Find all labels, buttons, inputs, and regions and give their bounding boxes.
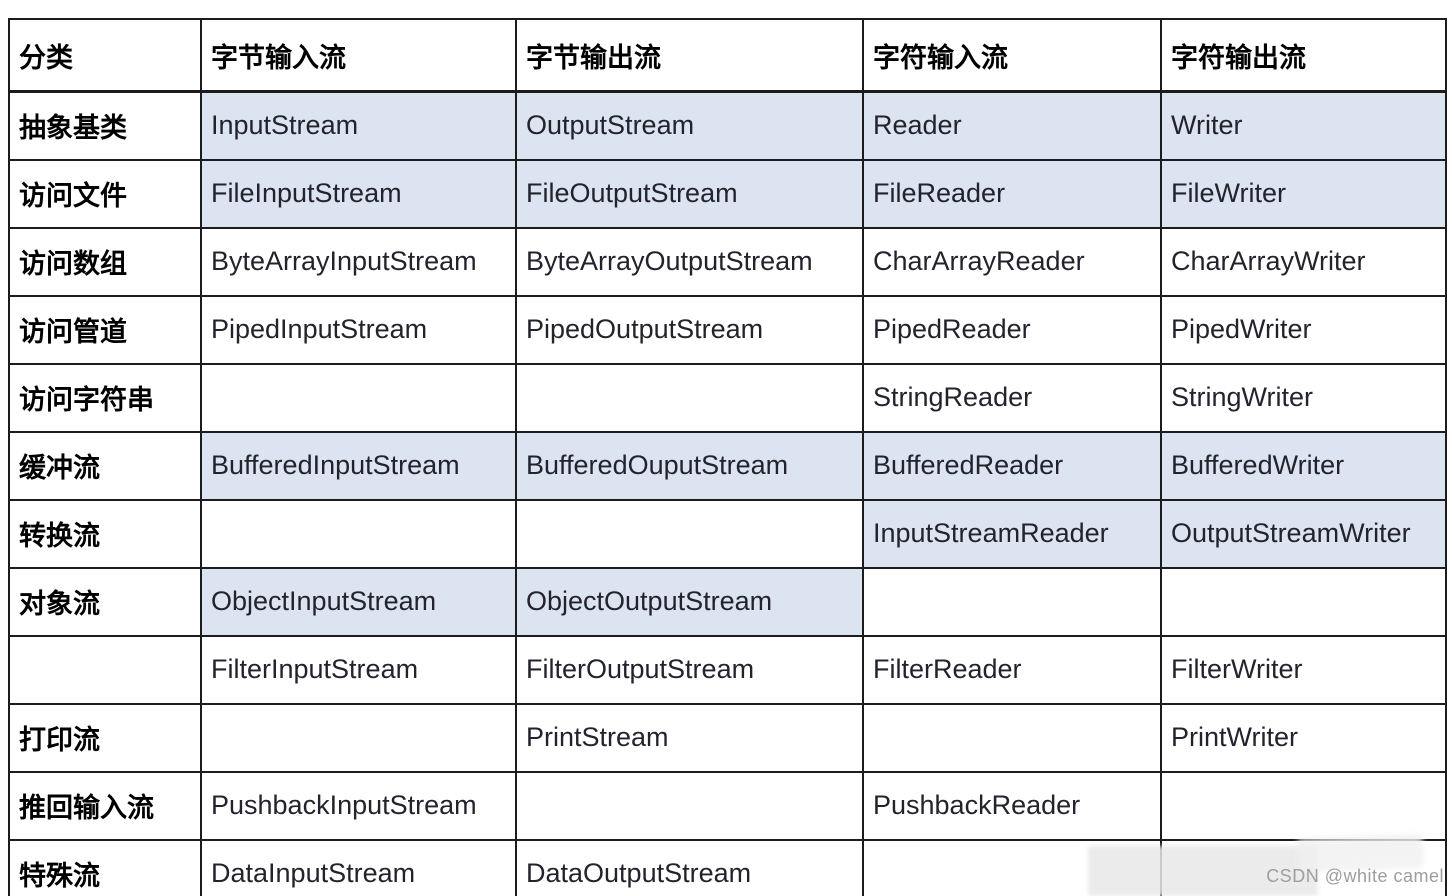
stream-cell [200,498,517,569]
stream-cell [515,498,864,569]
category-cell: 推回输入流 [8,770,202,841]
stream-cell: BufferedInputStream [200,430,517,501]
stream-cell: ByteArrayOutputStream [515,226,864,297]
stream-cell: OutputStreamWriter [1160,498,1447,569]
stream-cell: FileInputStream [200,158,517,229]
header-cell-byte-input: 字节输入流 [200,18,517,93]
header-cell-char-output: 字符输出流 [1160,18,1447,93]
stream-cell: CharArrayReader [862,226,1162,297]
category-cell [8,634,202,705]
header-row: 分类 字节输入流 字节输出流 字符输入流 字符输出流 [8,18,1447,93]
category-cell: 特殊流 [8,838,202,896]
stream-cell [515,362,864,433]
category-cell: 访问字符串 [8,362,202,433]
table-header: 分类 字节输入流 字节输出流 字符输入流 字符输出流 [8,18,1447,93]
category-cell: 访问管道 [8,294,202,365]
stream-cell: PipedWriter [1160,294,1447,365]
stream-cell: BufferedWriter [1160,430,1447,501]
stream-cell: PrintWriter [1160,702,1447,773]
category-cell: 访问数组 [8,226,202,297]
stream-cell: ByteArrayInputStream [200,226,517,297]
stream-cell: PrintStream [515,702,864,773]
stream-cell [200,702,517,773]
stream-cell: Writer [1160,90,1447,161]
stream-cell [515,770,864,841]
stream-cell: OutputStream [515,90,864,161]
stream-cell: Reader [862,90,1162,161]
watermark-blur-patch [1088,846,1318,896]
stream-cell: FilterInputStream [200,634,517,705]
stream-cell: FileReader [862,158,1162,229]
stream-cell [200,362,517,433]
stream-cell: DataInputStream [200,838,517,896]
stream-cell: FileWriter [1160,158,1447,229]
stream-cell: BufferedReader [862,430,1162,501]
category-cell: 打印流 [8,702,202,773]
stream-cell: FileOutputStream [515,158,864,229]
stream-cell [1160,566,1447,637]
stream-cell: PipedReader [862,294,1162,365]
stream-cell: PushbackInputStream [200,770,517,841]
stream-cell: FilterReader [862,634,1162,705]
stream-cell: PushbackReader [862,770,1162,841]
stream-cell: PipedOutputStream [515,294,864,365]
stream-cell: InputStreamReader [862,498,1162,569]
stream-cell: DataOutputStream [515,838,864,896]
stream-cell [1160,770,1447,841]
category-cell: 访问文件 [8,158,202,229]
category-cell: 转换流 [8,498,202,569]
category-cell: 对象流 [8,566,202,637]
header-cell-category: 分类 [8,18,202,93]
stream-cell: FilterWriter [1160,634,1447,705]
stream-cell [862,566,1162,637]
stream-cell: StringWriter [1160,362,1447,433]
header-cell-char-input: 字符输入流 [862,18,1162,93]
stream-cell: ObjectInputStream [200,566,517,637]
stream-cell: BufferedOuputStream [515,430,864,501]
stream-cell: ObjectOutputStream [515,566,864,637]
stream-cell: FilterOutputStream [515,634,864,705]
header-cell-byte-output: 字节输出流 [515,18,864,93]
stream-cell: CharArrayWriter [1160,226,1447,297]
stream-cell: PipedInputStream [200,294,517,365]
stream-cell: StringReader [862,362,1162,433]
category-cell: 抽象基类 [8,90,202,161]
stream-cell: InputStream [200,90,517,161]
stream-cell [862,702,1162,773]
category-cell: 缓冲流 [8,430,202,501]
watermark: CSDN @white camel [1266,866,1444,886]
table-row: 打印流 PrintStream PrintWriter [8,702,1447,773]
